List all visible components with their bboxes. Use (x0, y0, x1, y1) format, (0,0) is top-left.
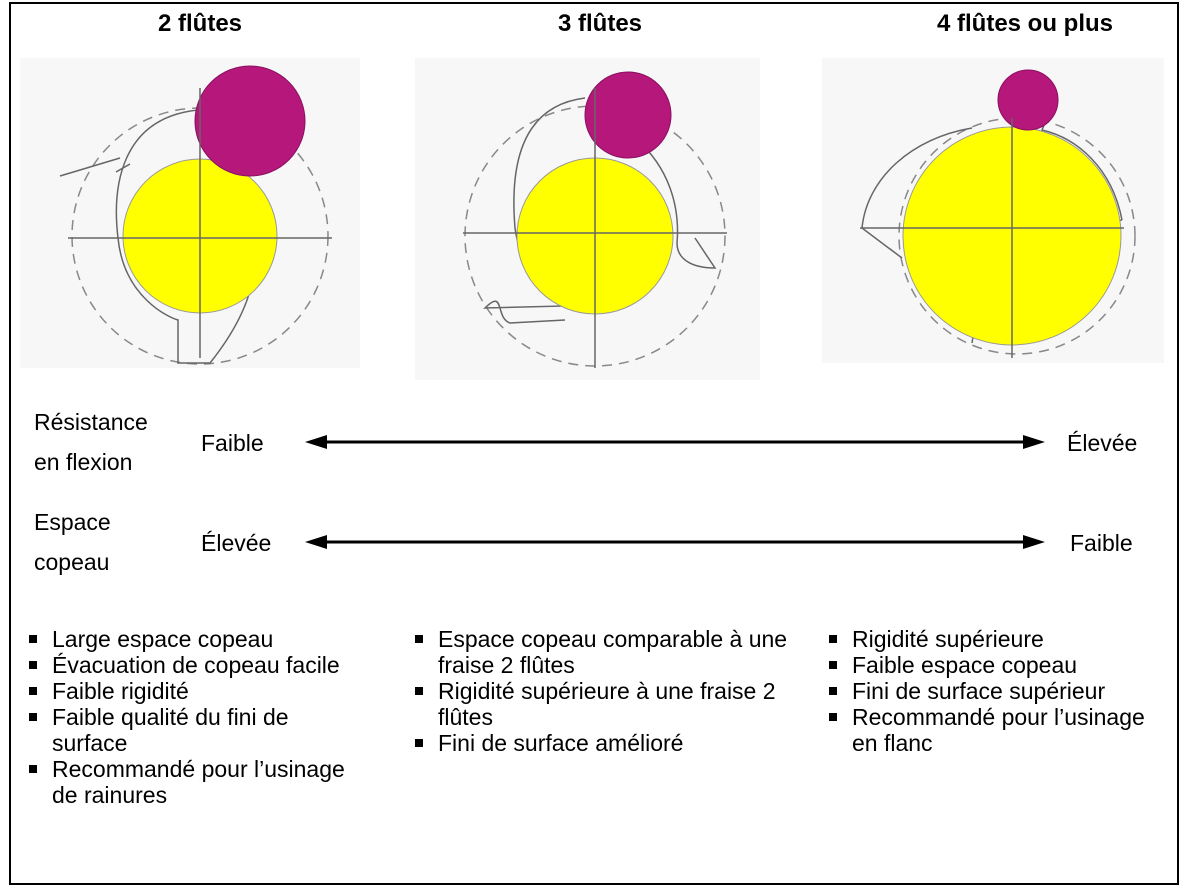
scale-label-flexural-strength: Résistance en flexion (34, 402, 148, 482)
outer-dashed-circle (898, 117, 1136, 355)
chip-circle (584, 71, 672, 159)
scale-right-word: Élevée (1067, 430, 1138, 456)
flute-profile-edge (634, 137, 717, 269)
chip-circle (997, 69, 1059, 131)
list-item: Recommandé pour l’usinage de rainures (26, 756, 356, 808)
scale-left-word: Faible (201, 430, 264, 456)
feature-list-4-flutes: Rigidité supérieure Faible espace copeau… (826, 626, 1171, 756)
scale-label-line-2: copeau (34, 549, 110, 575)
list-item: Espace copeau comparable à une fraise 2 … (412, 626, 792, 678)
scale-right-word: Faible (1070, 530, 1133, 556)
cross-section-4-flutes-drawing (860, 69, 1136, 358)
list-item: Rigidité supérieure (826, 626, 1171, 652)
scale-label-line-1: Résistance (34, 409, 148, 435)
list-item: Faible rigidité (26, 678, 356, 704)
scale-left-word: Élevée (201, 530, 272, 556)
scale-label-line-1: Espace (34, 509, 111, 535)
double-arrow-chip-space (305, 535, 1045, 549)
list-item: Recommandé pour l’usinage en flanc (826, 704, 1171, 756)
scale-label-line-2: en flexion (34, 449, 133, 475)
list-item: Faible qualité du fini de surface (26, 704, 356, 756)
flute-profile-edge (59, 157, 131, 177)
cross-section-4-flutes (822, 58, 1164, 363)
feature-list-2-flutes: Large espace copeau Évacuation de copeau… (26, 626, 356, 808)
cross-section-3-flutes-drawing (463, 71, 727, 368)
list-item: Large espace copeau (26, 626, 356, 652)
list-item: Fini de surface amélioré (412, 730, 792, 756)
list-item: Fini de surface supérieur (826, 678, 1171, 704)
comparison-panel (9, 2, 1179, 885)
list-item: Évacuation de copeau facile (26, 652, 356, 678)
list-item: Rigidité supérieure à une fraise 2 flûte… (412, 678, 792, 730)
scale-label-chip-space: Espace copeau (34, 502, 111, 582)
cross-section-3-flutes (415, 58, 760, 380)
column-title-3-flutes: 3 flûtes (557, 10, 643, 37)
cross-section-2-flutes-drawing (59, 65, 332, 365)
chip-circle (194, 65, 306, 177)
cross-section-2-flutes (20, 58, 360, 368)
column-title-2-flutes: 2 flûtes (157, 10, 243, 37)
list-item: Faible espace copeau (826, 652, 1171, 678)
column-title-4-flutes: 4 flûtes ou plus (936, 10, 1113, 37)
feature-list-3-flutes: Espace copeau comparable à une fraise 2 … (412, 626, 792, 756)
double-arrow-flexural-strength (305, 435, 1045, 449)
